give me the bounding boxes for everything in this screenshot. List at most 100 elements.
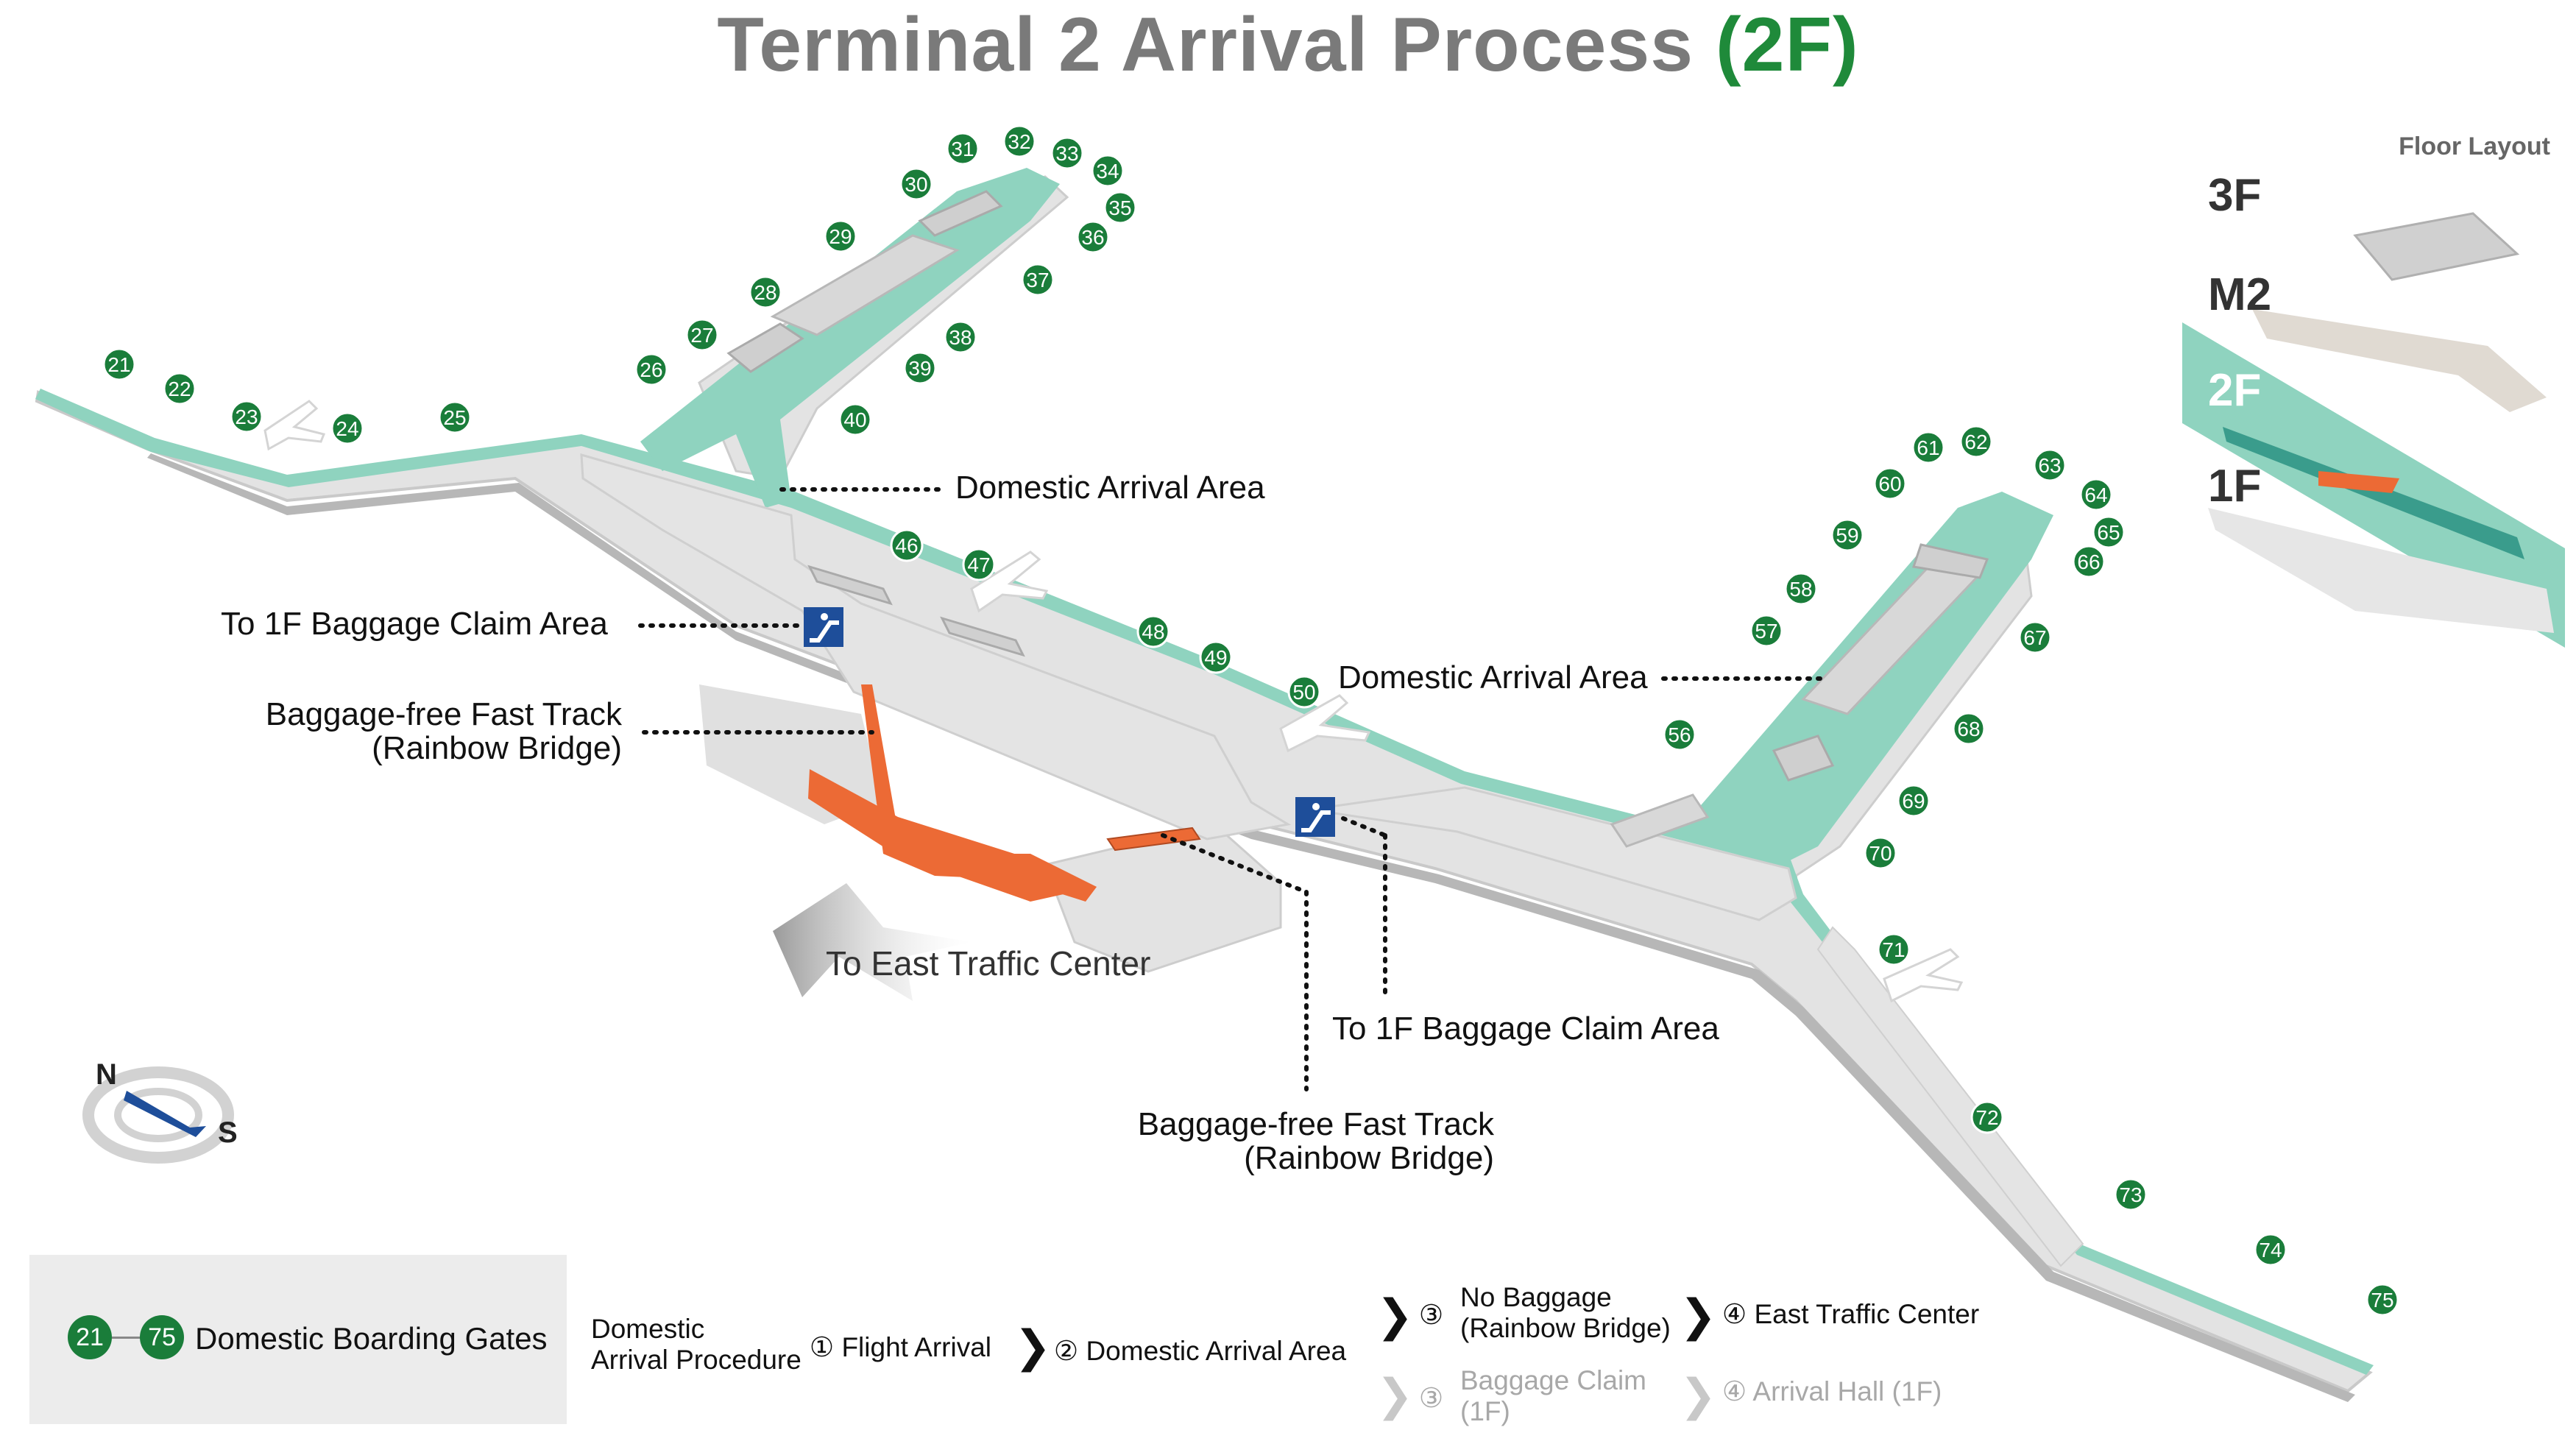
gate-number: 37	[1026, 269, 1049, 291]
gate-badge-66: 66	[2072, 545, 2106, 578]
gate-badge-28: 28	[749, 275, 782, 309]
chevron-right-icon: ❯	[1680, 1291, 1717, 1340]
gate-number: 60	[1878, 473, 1901, 495]
gate-badge-73: 73	[2114, 1178, 2148, 1211]
east-traffic-center-label: To East Traffic Center	[826, 944, 1151, 983]
gate-number: 58	[1789, 578, 1812, 601]
escalator-icon	[1295, 797, 1335, 837]
gate-number: 36	[1081, 226, 1104, 249]
gate-number: 50	[1292, 681, 1315, 704]
step3b-line1: Baggage Claim	[1460, 1365, 1646, 1395]
fast-track-left-line1: Baggage-free Fast Track	[265, 696, 622, 732]
gate-number: 29	[829, 225, 852, 248]
procedure-title: Domestic Arrival Procedure	[591, 1314, 802, 1376]
gate-number: 66	[2077, 551, 2100, 573]
compass-north-label: N	[96, 1058, 117, 1091]
legend-range-line	[112, 1337, 141, 1339]
gate-badge-37: 37	[1021, 263, 1055, 297]
gate-badge-69: 69	[1897, 784, 1931, 818]
step-no-baggage: ③ No Baggage (Rainbow Bridge)	[1419, 1282, 1671, 1344]
floor-layout-minimap	[2182, 212, 2565, 648]
gate-badge-27: 27	[685, 318, 719, 352]
fast-track-center-line2: (Rainbow Bridge)	[1244, 1140, 1494, 1176]
gate-badge-56: 56	[1663, 718, 1696, 751]
gate-badge-50: 50	[1287, 675, 1321, 709]
gate-number: 31	[951, 138, 974, 160]
gate-number: 72	[1975, 1106, 1998, 1129]
gate-number: 22	[168, 378, 191, 400]
floor-layout-panel: Floor Layout 3F M2 2F 1F	[2182, 110, 2565, 662]
floor-layout-heading: Floor Layout	[2399, 132, 2550, 160]
gate-number: 40	[843, 408, 866, 431]
gate-badge-75: 75	[2366, 1283, 2399, 1317]
gate-number: 26	[640, 358, 662, 381]
step-domestic-arrival-area: ② Domestic Arrival Area	[1054, 1336, 1346, 1367]
gate-number: 47	[967, 553, 990, 576]
gate-number: 65	[2097, 521, 2120, 544]
fast-track-center-label: Baggage-free Fast Track (Rainbow Bridge)	[1126, 1108, 1494, 1175]
step4b-number: ④	[1722, 1376, 1747, 1406]
domestic-arrival-area-east-label: Domestic Arrival Area	[1338, 659, 1648, 696]
title-main: Terminal 2 Arrival Process	[717, 2, 1694, 88]
gate-badge-29: 29	[824, 219, 857, 253]
to-baggage-claim-center-label: To 1F Baggage Claim Area	[1332, 1011, 1719, 1047]
gate-number: 59	[1836, 524, 1858, 547]
gate-badge-25: 25	[438, 400, 472, 434]
gate-badge-39: 39	[903, 351, 937, 385]
escalator-icon	[804, 607, 843, 647]
airplane-icon	[1279, 694, 1371, 753]
gate-number: 64	[2084, 484, 2107, 506]
gate-badge-38: 38	[944, 320, 977, 354]
gate-badge-67: 67	[2018, 620, 2052, 654]
gate-badge-70: 70	[1864, 836, 1897, 870]
gate-badge-36: 36	[1076, 220, 1110, 254]
step1-label: Flight Arrival	[841, 1332, 992, 1362]
callout-leaders	[638, 487, 1824, 1091]
gate-badge-22: 22	[163, 372, 197, 406]
gate-badge-71: 71	[1877, 932, 1911, 966]
chevron-right-icon: ❯	[1680, 1370, 1717, 1420]
step4a-number: ④	[1722, 1299, 1747, 1329]
gate-badge-24: 24	[330, 411, 364, 445]
gate-badge-68: 68	[1952, 712, 1986, 746]
gate-badge-46: 46	[890, 528, 924, 562]
fast-track-left-label: Baggage-free Fast Track (Rainbow Bridge)	[221, 698, 622, 765]
gate-number: 57	[1755, 620, 1777, 643]
gate-number: 75	[2371, 1289, 2393, 1312]
gate-badge-26: 26	[634, 353, 668, 386]
airplane-icon	[1883, 948, 1964, 1003]
compass-south-label: S	[218, 1116, 238, 1149]
gate-number: 25	[443, 406, 466, 429]
rainbow-bridge-fast-track	[808, 684, 1201, 902]
gate-badge-58: 58	[1784, 572, 1818, 606]
step3a-line2: (Rainbow Bridge)	[1460, 1313, 1671, 1343]
gate-badge-64: 64	[2079, 478, 2113, 512]
gate-badge-35: 35	[1103, 191, 1137, 224]
gate-number: 69	[1902, 790, 1925, 813]
gate-number: 46	[895, 534, 918, 557]
step4b-label: Arrival Hall (1F)	[1752, 1376, 1942, 1406]
domestic-arrival-area-north-label: Domestic Arrival Area	[955, 470, 1265, 506]
step2-label: Domestic Arrival Area	[1086, 1336, 1347, 1366]
gate-number: 67	[2023, 626, 2046, 649]
gate-number: 73	[2119, 1183, 2142, 1206]
chevron-right-icon: ❯	[1014, 1322, 1052, 1371]
airplane-icons	[263, 400, 1964, 1003]
gate-badge-33: 33	[1050, 136, 1084, 170]
gate-badge-62: 62	[1959, 425, 1993, 459]
gate-badge-30: 30	[899, 167, 933, 201]
procedure-title-line2: Arrival Procedure	[591, 1345, 802, 1375]
gate-number: 49	[1204, 646, 1227, 669]
title-floor: (2F)	[1715, 2, 1859, 88]
gate-badge-23: 23	[230, 400, 263, 433]
step2-number: ②	[1054, 1336, 1079, 1366]
gate-badge-61: 61	[1911, 431, 1945, 464]
east-traffic-arrow-icon	[773, 883, 972, 1001]
gate-badge-63: 63	[2033, 448, 2067, 482]
gate-number: 63	[2038, 454, 2061, 477]
gate-badge-60: 60	[1873, 467, 1907, 500]
step-flight-arrival: ① Flight Arrival	[810, 1332, 991, 1363]
gate-number: 23	[235, 406, 258, 428]
to-baggage-claim-left-label: To 1F Baggage Claim Area	[221, 606, 608, 642]
